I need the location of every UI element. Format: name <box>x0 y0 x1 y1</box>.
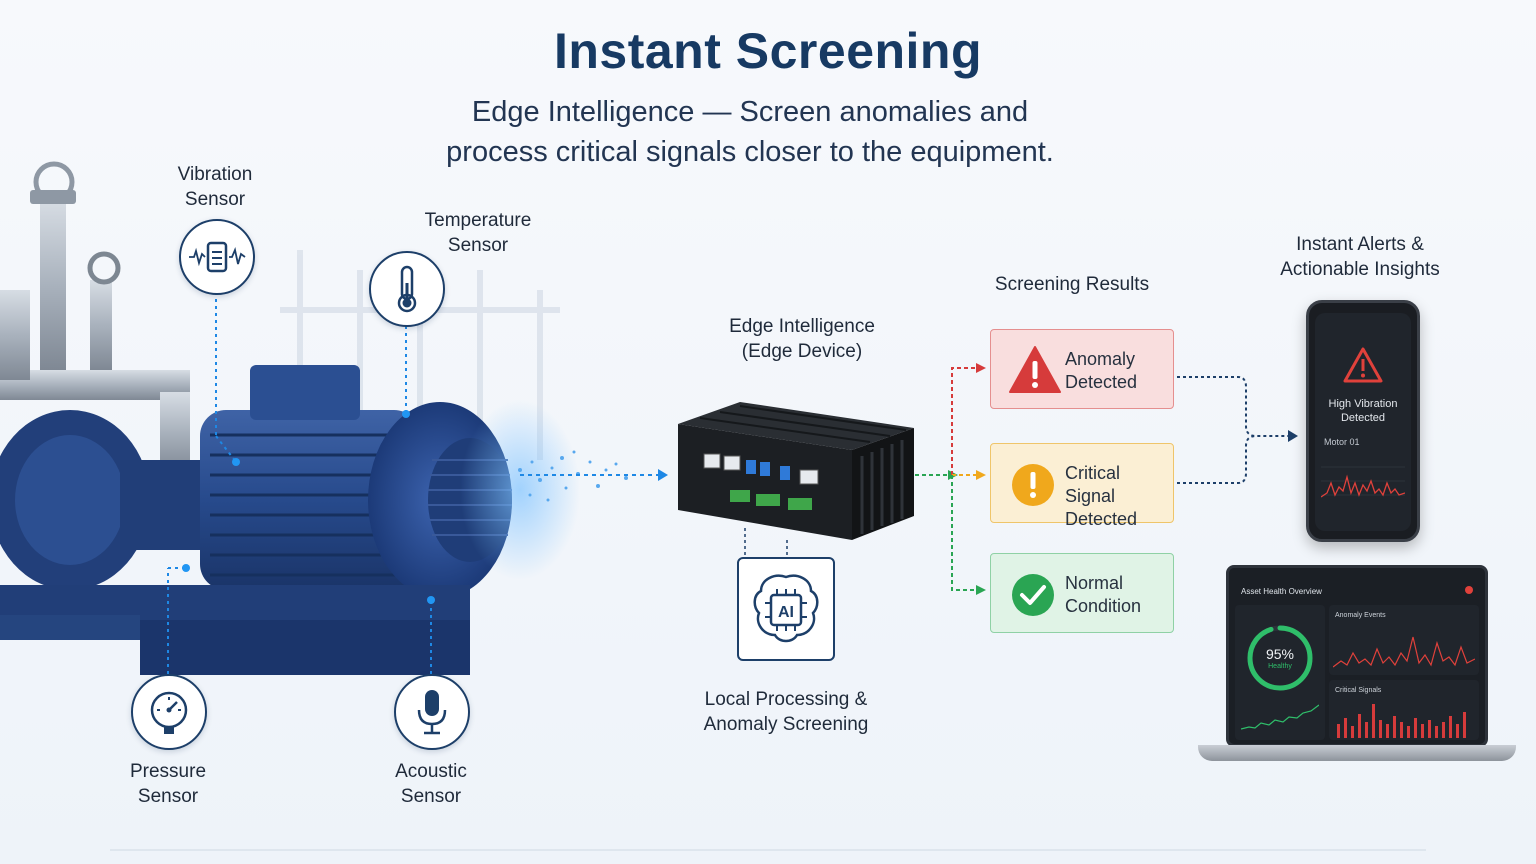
result-normal-condition[interactable]: Normal Condition <box>990 553 1174 633</box>
ai-chip-label: AI <box>778 604 794 621</box>
sensor-to-edge-arrowhead <box>658 469 668 481</box>
vibration-label-line1: Vibration <box>177 164 253 185</box>
ai-brain-icon: AI <box>753 574 819 643</box>
warning-triangle-icon <box>1009 346 1061 393</box>
critical-to-alert-link <box>1177 435 1257 484</box>
phone-asset-label: Motor 01 <box>1324 437 1360 447</box>
vibration-point <box>232 458 240 466</box>
pressure-sensor-node[interactable] <box>131 674 207 750</box>
laptop-dashboard[interactable]: Asset Health Overview 95% Healthy Anomal… <box>1226 565 1488 747</box>
pressure-label-line1: Pressure <box>129 761 207 782</box>
alerts-heading-line2: Actionable Insights <box>1280 259 1440 280</box>
vibration-leader-tail <box>215 435 237 463</box>
thermometer-icon <box>397 265 417 313</box>
page-title: Instant Screening <box>553 23 983 79</box>
temperature-sensor-node[interactable] <box>369 251 445 327</box>
result-anomaly-detected[interactable]: Anomaly Detected <box>990 329 1174 409</box>
vibration-sensor-node[interactable] <box>179 219 255 295</box>
critical-text: Critical Signal Detected <box>1065 462 1173 531</box>
pressure-label-line2: Sensor <box>137 786 199 807</box>
acoustic-sensor-node[interactable] <box>394 674 470 750</box>
phone-screen: High Vibration Detected Motor 01 <box>1315 313 1411 531</box>
screening-results-heading: Screening Results <box>994 274 1150 295</box>
anomaly-text-line1: Anomaly <box>1065 349 1136 369</box>
dashboard-title: Asset Health Overview <box>1241 587 1322 596</box>
microphone-icon <box>417 690 447 735</box>
page-subtitle: Edge Intelligence — Screen anomalies and… <box>340 92 1160 172</box>
vibration-label-line2: Sensor <box>184 189 246 210</box>
anomaly-events-chart <box>1333 636 1475 668</box>
edge-device-label-line2: (Edge Device) <box>741 341 863 362</box>
phone-alert-line2: Detected <box>1340 412 1386 424</box>
local-processing-label-line1: Local Processing & <box>704 689 868 710</box>
vibration-icon <box>189 241 246 273</box>
health-trend-chart <box>1241 704 1319 730</box>
mobile-phone[interactable]: High Vibration Detected Motor 01 <box>1306 300 1420 542</box>
health-value: 95% <box>1265 646 1295 662</box>
anomaly-text: Anomaly Detected <box>1065 348 1137 394</box>
health-ring <box>1247 625 1313 691</box>
temperature-label-line2: Sensor <box>447 235 509 256</box>
check-circle-icon <box>1012 574 1054 616</box>
temperature-sensor-label: Temperature Sensor <box>398 208 558 258</box>
normal-text-line1: Normal <box>1065 573 1124 593</box>
temperature-label-line1: Temperature <box>424 210 532 231</box>
anomaly-branch <box>951 367 978 475</box>
acoustic-point <box>427 596 435 604</box>
critical-text-line1: Critical Signal <box>1065 463 1121 506</box>
critical-arrowhead <box>976 470 986 480</box>
alerts-heading: Instant Alerts & Actionable Insights <box>1250 232 1470 282</box>
acoustic-sensor-label: Acoustic Sensor <box>366 759 496 809</box>
health-label: Healthy <box>1268 663 1292 670</box>
dashboard-health-panel: 95% Healthy <box>1235 605 1325 740</box>
subtitle-line-2: process critical signals closer to the e… <box>446 136 1054 168</box>
critical-signals-title: Critical Signals <box>1335 687 1382 694</box>
vibration-sensor-label: Vibration Sensor <box>150 162 280 212</box>
critical-signals-panel: Critical Signals <box>1329 680 1479 740</box>
acoustic-label-line1: Acoustic <box>395 761 467 782</box>
anomaly-events-panel: Anomaly Events <box>1329 605 1479 675</box>
temperature-point <box>402 410 410 418</box>
edge-device-image[interactable] <box>670 398 918 546</box>
pump-motor-illustration <box>0 161 580 675</box>
phone-alert-line1: High Vibration <box>1328 398 1398 410</box>
normal-text: Normal Condition <box>1065 572 1141 618</box>
critical-text-line2: Detected <box>1065 509 1138 529</box>
phone-warning-icon <box>1343 347 1383 383</box>
normal-text-line2: Condition <box>1065 596 1142 616</box>
alerts-heading-line1: Instant Alerts & <box>1296 234 1424 255</box>
anomaly-text-line2: Detected <box>1065 372 1138 392</box>
pressure-point <box>182 564 190 572</box>
critical-signals-chart <box>1337 704 1466 738</box>
pressure-sensor-label: Pressure Sensor <box>103 759 233 809</box>
local-processing-label: Local Processing & Anomaly Screening <box>676 687 896 737</box>
acoustic-label-line2: Sensor <box>400 786 462 807</box>
edge-device-label-line1: Edge Intelligence <box>729 316 875 337</box>
result-critical-signal-detected[interactable]: Critical Signal Detected <box>990 443 1174 529</box>
laptop-base <box>1198 745 1516 761</box>
subtitle-line-1: Edge Intelligence — Screen anomalies and <box>471 96 1029 128</box>
pressure-gauge-icon <box>150 691 188 734</box>
dashboard-alert-dot <box>1465 586 1473 594</box>
anomaly-events-title: Anomaly Events <box>1335 612 1386 619</box>
edge-device-label: Edge Intelligence (Edge Device) <box>702 314 902 364</box>
normal-branch <box>951 475 978 591</box>
exclamation-circle-icon <box>1012 464 1054 506</box>
normal-arrowhead <box>976 585 986 595</box>
phone-vibration-chart <box>1321 466 1405 498</box>
local-processing-label-line2: Anomaly Screening <box>703 714 869 735</box>
alert-arrowhead <box>1288 430 1298 442</box>
phone-alert-text: High Vibration Detected <box>1315 397 1411 425</box>
local-processing-node[interactable]: AI <box>737 557 835 661</box>
anomaly-arrowhead <box>976 363 986 373</box>
anomaly-to-alert-link <box>1177 376 1290 437</box>
